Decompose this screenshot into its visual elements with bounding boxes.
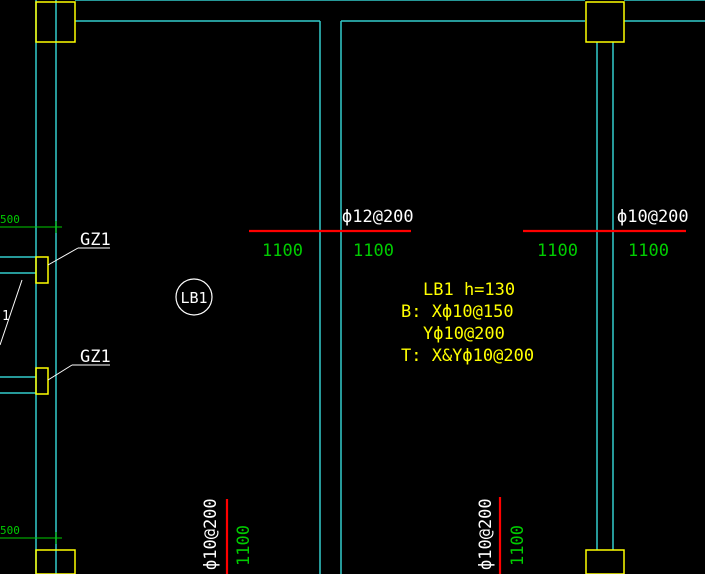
rebar-top-center-left-length: 1100 [262,241,303,261]
stray-diagonal [0,279,23,346]
gz1-column-lower[interactable] [35,367,49,395]
column-top-right[interactable] [585,1,625,43]
rebar-lines [225,229,686,574]
slab-tag-circle[interactable] [175,278,213,316]
column-bottom-left[interactable] [35,549,76,574]
rebar-top-right-right-length: 1100 [628,241,669,261]
slab-note-line-3: Yф10@200 [423,324,505,344]
stray-mark: 1 [2,309,10,324]
column-top-left[interactable] [35,1,76,43]
gz1-lower-leader [47,364,73,381]
gz1-column-upper[interactable] [35,256,49,284]
rebar-bottom-center-length: 1100 [508,525,528,566]
annotations: 500 500 GZ1 GZ1 1 LB1 ф12@200 1100 1100 … [0,207,689,570]
dim-500-bottom: 500 [0,524,20,537]
rebar-top-right-spec: ф10@200 [617,207,689,227]
rebar-top-right-left-length: 1100 [537,241,578,261]
gz1-label-lower: GZ1 [80,347,111,367]
rebar-top-center-spec: ф12@200 [342,207,414,227]
columns [35,1,625,574]
slab-tag-label: LB1 [180,289,207,307]
column-bottom-right[interactable] [585,549,625,574]
gz1-label-upper: GZ1 [80,230,111,250]
gz1-upper-leader [47,247,79,266]
slab-note-line-2: B: Xф10@150 [401,302,514,322]
leader-lines [0,247,110,381]
rebar-bottom-center-spec: ф10@200 [476,498,496,570]
slab-note-line-4: T: X&Yф10@200 [401,346,534,366]
dimension-lines [0,221,62,544]
rebar-top-center-right-length: 1100 [353,241,394,261]
rebar-bottom-left-spec: ф10@200 [201,498,221,570]
rebar-bottom-left-length: 1100 [234,525,254,566]
dim-500-top: 500 [0,213,20,226]
slab-note-line-1: LB1 h=130 [423,280,515,300]
